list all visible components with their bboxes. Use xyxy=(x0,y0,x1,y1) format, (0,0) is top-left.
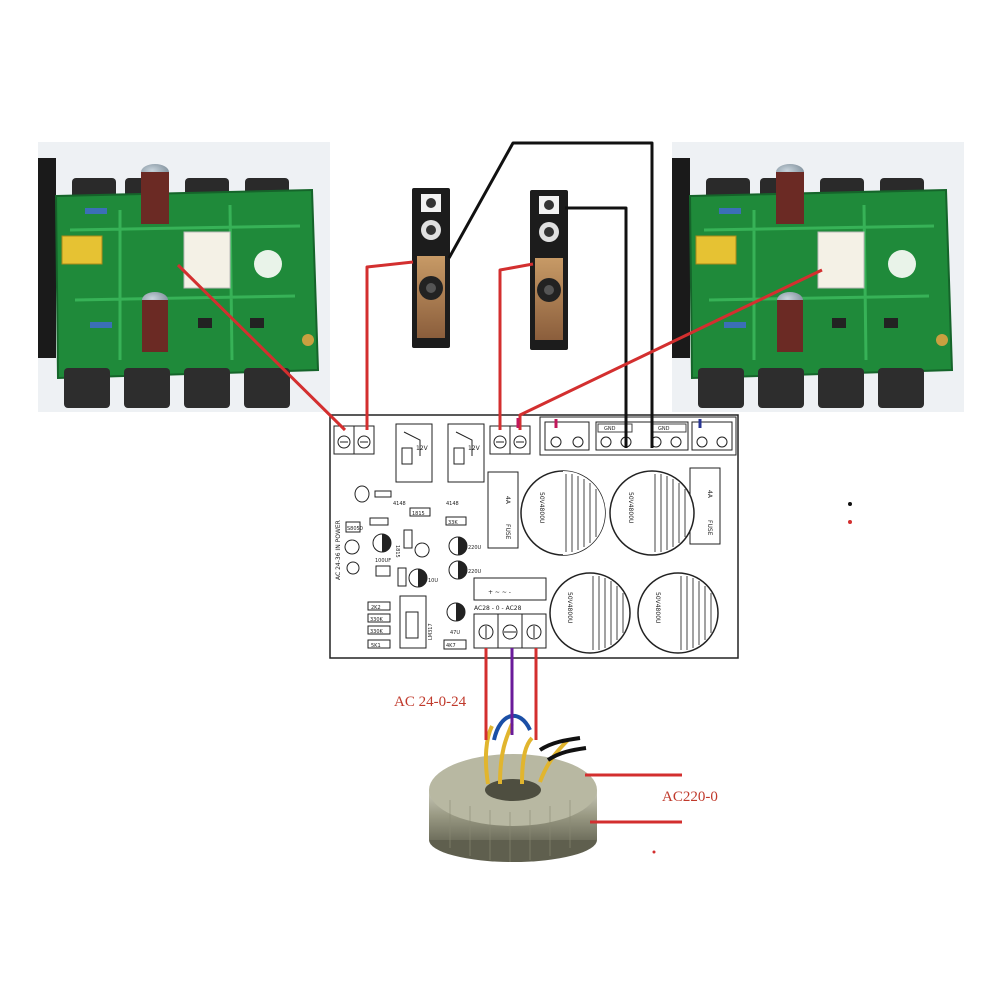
stray-dot xyxy=(848,502,852,506)
bridge-rectifier: + ~ ~ - xyxy=(473,577,547,601)
fuse-label: FUSE xyxy=(504,524,511,540)
wire-speaker-left-negative xyxy=(447,141,654,448)
gnd-label: GND xyxy=(604,426,616,432)
wire-speaker-left-positive xyxy=(365,260,414,430)
relay-right: 12V xyxy=(447,423,485,483)
resistor-label: 330K xyxy=(370,629,384,635)
terminal-block-left-out xyxy=(333,425,375,455)
capacitor-label: 47U xyxy=(450,630,460,636)
toroidal-transformer xyxy=(429,713,597,862)
power-board: 12V 12V GND GND xyxy=(329,414,739,659)
cap-rating-label: 50V4800U xyxy=(627,492,634,523)
wire-speaker-right-negative xyxy=(565,206,628,448)
capacitor-label: 220U xyxy=(468,545,482,551)
relay-voltage-label: 12V xyxy=(468,445,481,452)
transformer-secondary-label: AC 24-0-24 xyxy=(394,694,467,710)
speaker-left xyxy=(412,188,450,348)
stray-dot xyxy=(848,520,852,524)
regulator-label: LM317 xyxy=(428,623,434,640)
fuse-label: FUSE xyxy=(706,520,713,536)
filter-capacitor-3: 50V4800U xyxy=(549,572,631,654)
cap-rating-label: 50V4800U xyxy=(566,592,573,623)
resistor-label: 330K xyxy=(370,617,384,623)
capacitor-label: 100UF xyxy=(375,558,391,564)
resistor-label: 2K2 xyxy=(371,605,381,611)
dc-output-connectors: GND GND xyxy=(539,416,737,456)
wire-left-amp-to-power xyxy=(176,263,347,432)
fuse-rating-label: 4A xyxy=(504,496,511,505)
amplifier-board-right-photo xyxy=(672,142,964,412)
relay-voltage-label: 12V xyxy=(416,445,429,452)
cap-rating-label: 50V4800U xyxy=(654,592,661,623)
svg-text:+ ~ ~ -: + ~ ~ - xyxy=(488,589,511,596)
cap-rating-label: 50V4800U xyxy=(538,492,545,523)
wire-right-amp-to-power xyxy=(518,268,823,430)
resistor-label: 5K1 xyxy=(371,643,381,649)
stray-dot xyxy=(652,850,656,854)
diode-label: 4148 xyxy=(446,501,459,507)
amplifier-board-left-photo xyxy=(38,142,330,412)
transistor-label: 1815 xyxy=(412,511,425,517)
ac-input-label: AC28 - 0 - AC28 xyxy=(474,605,522,612)
resistor-label: 4K7 xyxy=(446,643,456,649)
control-circuit: AC 24-36 IN POWER 4148 4148 1815 33K S80… xyxy=(335,485,482,650)
relay-left: 12V xyxy=(395,423,433,483)
diode-label: 4148 xyxy=(393,501,406,507)
resistor-label: 33K xyxy=(448,520,458,526)
board-name-label: AC 24-36 IN POWER xyxy=(335,520,342,580)
ac-input-terminal: AC28 - 0 - AC28 xyxy=(473,605,547,649)
speaker-right xyxy=(530,190,568,350)
wire-speaker-right-positive xyxy=(498,262,534,430)
filter-capacitor-2: 50V4800U xyxy=(609,470,695,556)
filter-capacitor-4: 50V4800U xyxy=(637,572,719,654)
fuse-rating-label: 4A xyxy=(706,490,713,499)
terminal-block-right-out xyxy=(489,425,531,455)
mains-input-label: AC220-0 xyxy=(662,789,718,805)
fuse-right: FUSE 4A xyxy=(689,467,721,545)
filter-capacitor-1: 50V4800U xyxy=(520,470,606,556)
transistor-label: S8050 xyxy=(347,526,363,532)
transistor-label: 1815 xyxy=(394,545,400,558)
fuse-left: FUSE 4A xyxy=(487,471,519,549)
capacitor-label: 10U xyxy=(428,578,438,584)
capacitor-label: 220U xyxy=(468,569,482,575)
gnd-label: GND xyxy=(658,426,670,432)
wiring xyxy=(176,141,823,824)
